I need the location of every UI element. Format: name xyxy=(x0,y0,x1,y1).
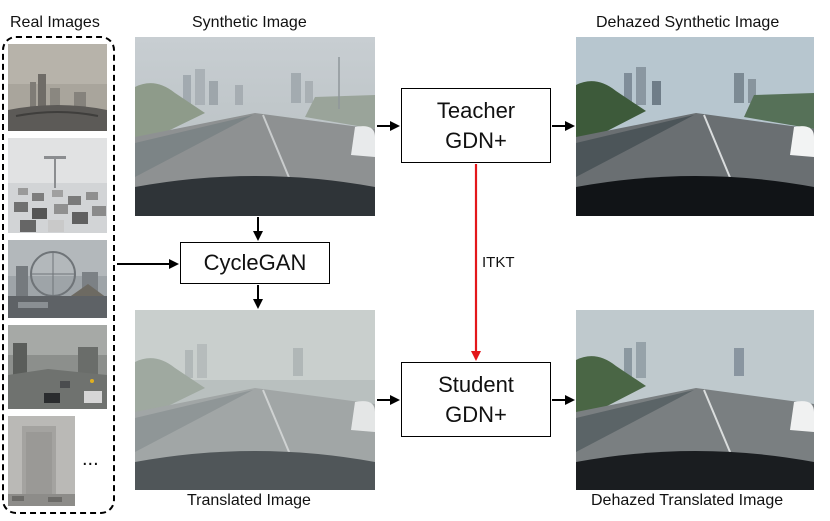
student-label-line2: GDN+ xyxy=(445,401,507,427)
translated-image-label: Translated Image xyxy=(187,492,311,509)
itkt-label: ITKT xyxy=(482,254,515,271)
translated-image xyxy=(135,310,375,490)
student-gdn-box: Student GDN+ xyxy=(401,362,551,437)
cyclegan-label: CycleGAN xyxy=(203,250,307,275)
real-image-thumbnail-4 xyxy=(8,325,107,409)
dehazed-synthetic-image-label: Dehazed Synthetic Image xyxy=(596,14,780,31)
synthetic-image-label: Synthetic Image xyxy=(192,14,307,31)
dehazed-synthetic-image xyxy=(576,37,814,216)
synthetic-image xyxy=(135,37,375,216)
real-image-thumbnail-2 xyxy=(8,138,107,233)
real-images-frame xyxy=(2,36,115,514)
real-image-thumbnail-3 xyxy=(8,240,107,318)
ellipsis-text: ... xyxy=(82,448,99,470)
real-image-thumbnail-5 xyxy=(8,416,75,506)
student-label-line1: Student xyxy=(438,371,514,397)
cyclegan-box: CycleGAN xyxy=(180,242,330,284)
real-image-thumbnail-1 xyxy=(8,44,107,131)
teacher-gdn-box: Teacher GDN+ xyxy=(401,88,551,163)
teacher-label-line1: Teacher xyxy=(436,97,516,123)
dehazed-translated-image-label: Dehazed Translated Image xyxy=(591,492,784,509)
real-images-label: Real Images xyxy=(10,14,100,31)
dehazed-translated-image xyxy=(576,310,814,490)
teacher-label-line2: GDN+ xyxy=(445,127,507,153)
